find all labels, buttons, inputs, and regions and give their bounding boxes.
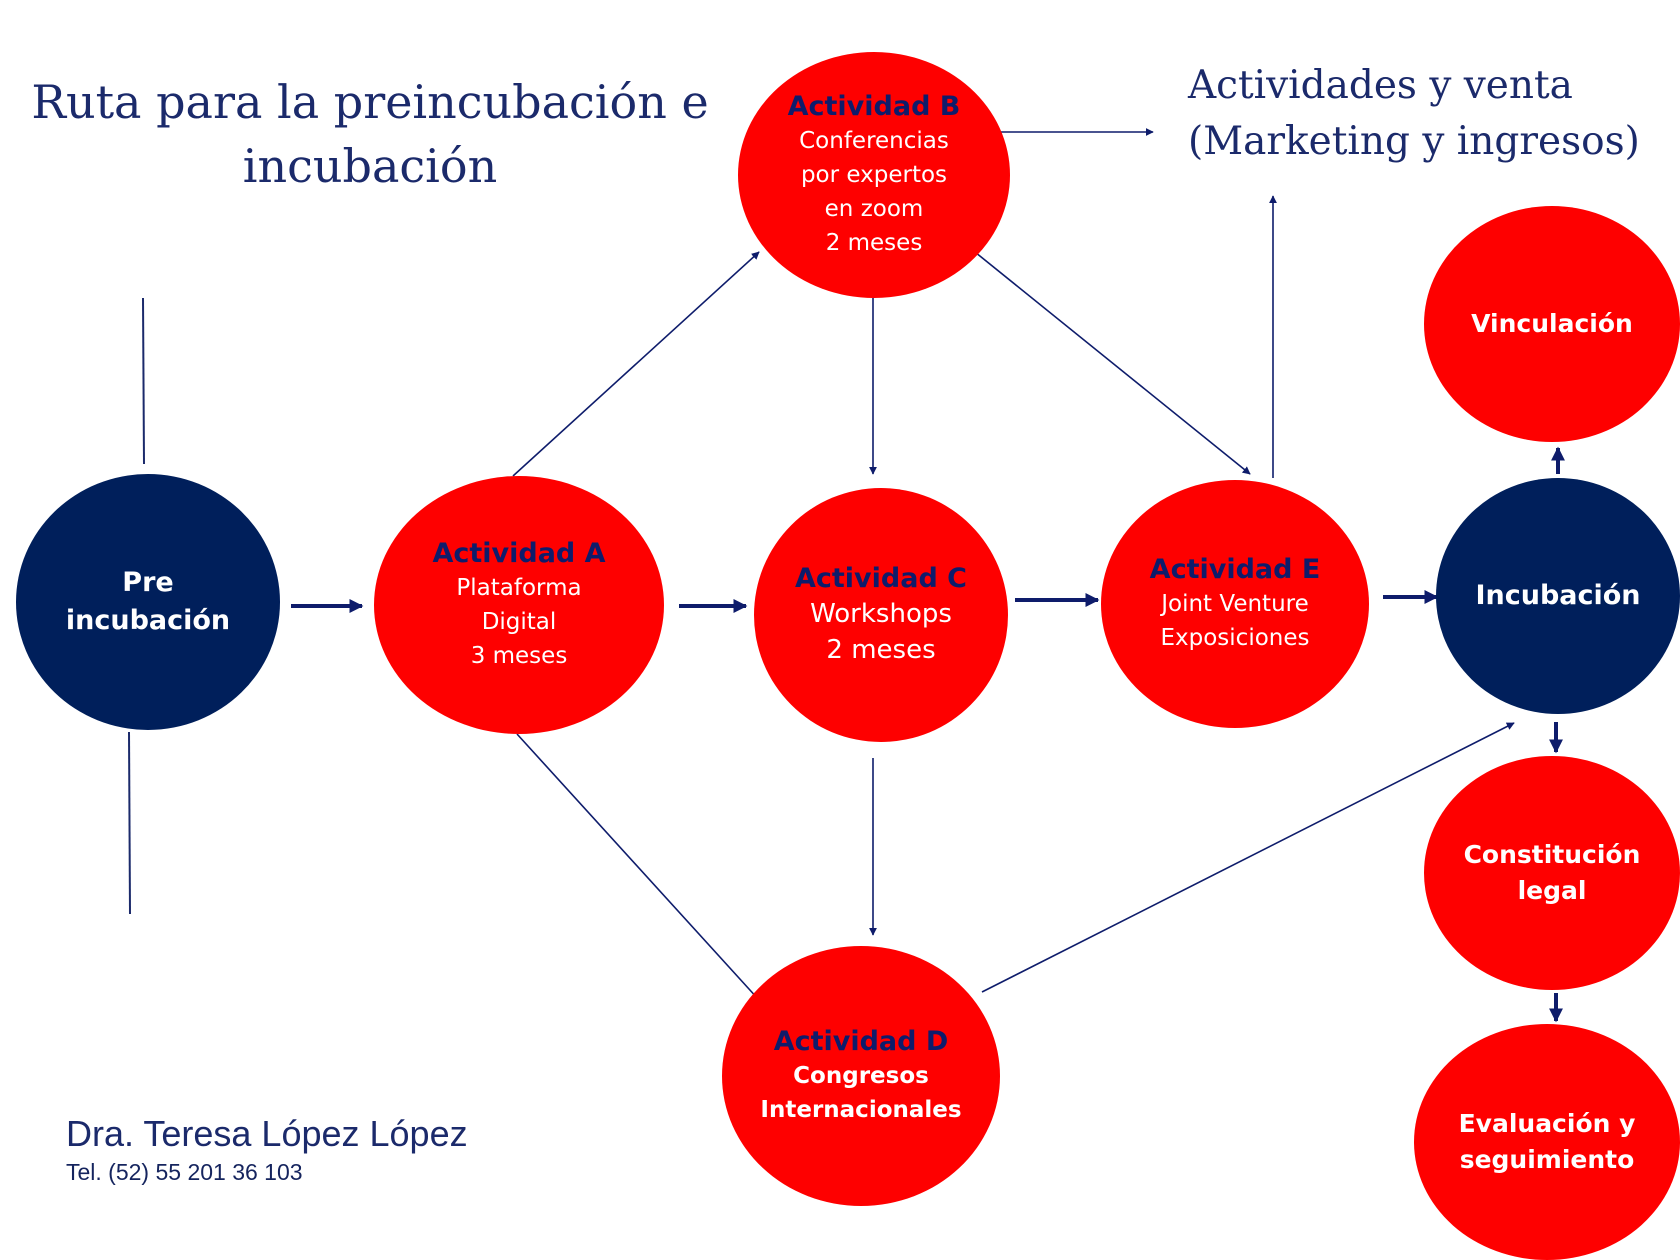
sales-line-1: Actividades y venta [1188,63,1573,108]
node-e-line-1: Joint Venture [1161,591,1309,617]
node-b-line-1: Conferencias [799,128,949,154]
node-evaluacion-line-1: Evaluación y [1458,1109,1636,1138]
node-c-head: Actividad C [794,563,967,594]
author-tel: Tel. (52) 55 201 36 103 [66,1159,303,1185]
node-actividad-d: Actividad D Congresos Internacionales [722,946,1000,1206]
node-d-line-1: Congresos [793,1063,929,1089]
node-actividad-b: Actividad B Conferencias por expertos en… [738,52,1010,298]
node-a-line-3: 3 meses [470,643,568,669]
node-a-head: Actividad A [432,538,606,569]
node-b-line-2: por expertos [800,162,948,188]
node-pre-line-2: incubación [65,605,231,636]
node-incubacion-label: Incubación [1475,580,1641,611]
node-pre-incubacion: Pre incubación [16,474,280,730]
node-a-line-2: Digital [481,609,557,635]
page-title: Ruta para la preincubación e incubación [30,70,710,198]
arrow-b-to-e [969,247,1251,475]
title-line-2: incubación [242,139,498,193]
node-b-line-3: en zoom [824,196,924,222]
node-vinculacion: Vinculación [1424,206,1680,442]
node-actividad-c: Actividad C Workshops 2 meses [754,488,1008,742]
arrow-a-to-d [516,733,760,1001]
node-b-head: Actividad B [787,91,961,122]
node-d-head: Actividad D [773,1026,949,1057]
bracket-line-top [142,297,145,465]
sales-label: Actividades y venta (Marketing y ingreso… [1188,58,1680,170]
node-constitucion-line-2: legal [1517,876,1587,905]
node-c-line-1: Workshops [810,599,952,629]
node-c-line-2: 2 meses [826,635,936,665]
node-a-line-1: Plataforma [456,575,582,601]
node-vinculacion-label: Vinculación [1471,309,1633,338]
node-constitucion-legal: Constitución legal [1424,756,1680,990]
arrow-a-to-b [512,251,760,477]
node-evaluacion-line-2: seguimiento [1459,1145,1635,1174]
node-d-line-2: Internacionales [760,1097,962,1123]
node-e-line-2: Exposiciones [1160,625,1310,651]
node-actividad-e: Actividad E Joint Venture Exposiciones [1101,480,1369,728]
node-constitucion-line-1: Constitución [1463,840,1641,869]
node-incubacion: Incubación [1436,478,1680,714]
node-evaluacion-seguimiento: Evaluación y seguimiento [1414,1024,1680,1260]
node-actividad-a: Actividad A Plataforma Digital 3 meses [374,476,664,734]
bracket-line-bottom [128,731,131,915]
title-line-1: Ruta para la preincubación e [31,75,709,129]
author-name: Dra. Teresa López López [66,1113,468,1154]
arrow-d-to-incubacion [981,722,1515,993]
sales-line-2: (Marketing y ingresos) [1188,119,1640,164]
node-b-line-4: 2 meses [825,230,923,256]
node-e-head: Actividad E [1149,554,1321,585]
node-pre-line-1: Pre [122,567,174,598]
author-block: Dra. Teresa López López Tel. (52) 55 201… [66,1112,468,1188]
